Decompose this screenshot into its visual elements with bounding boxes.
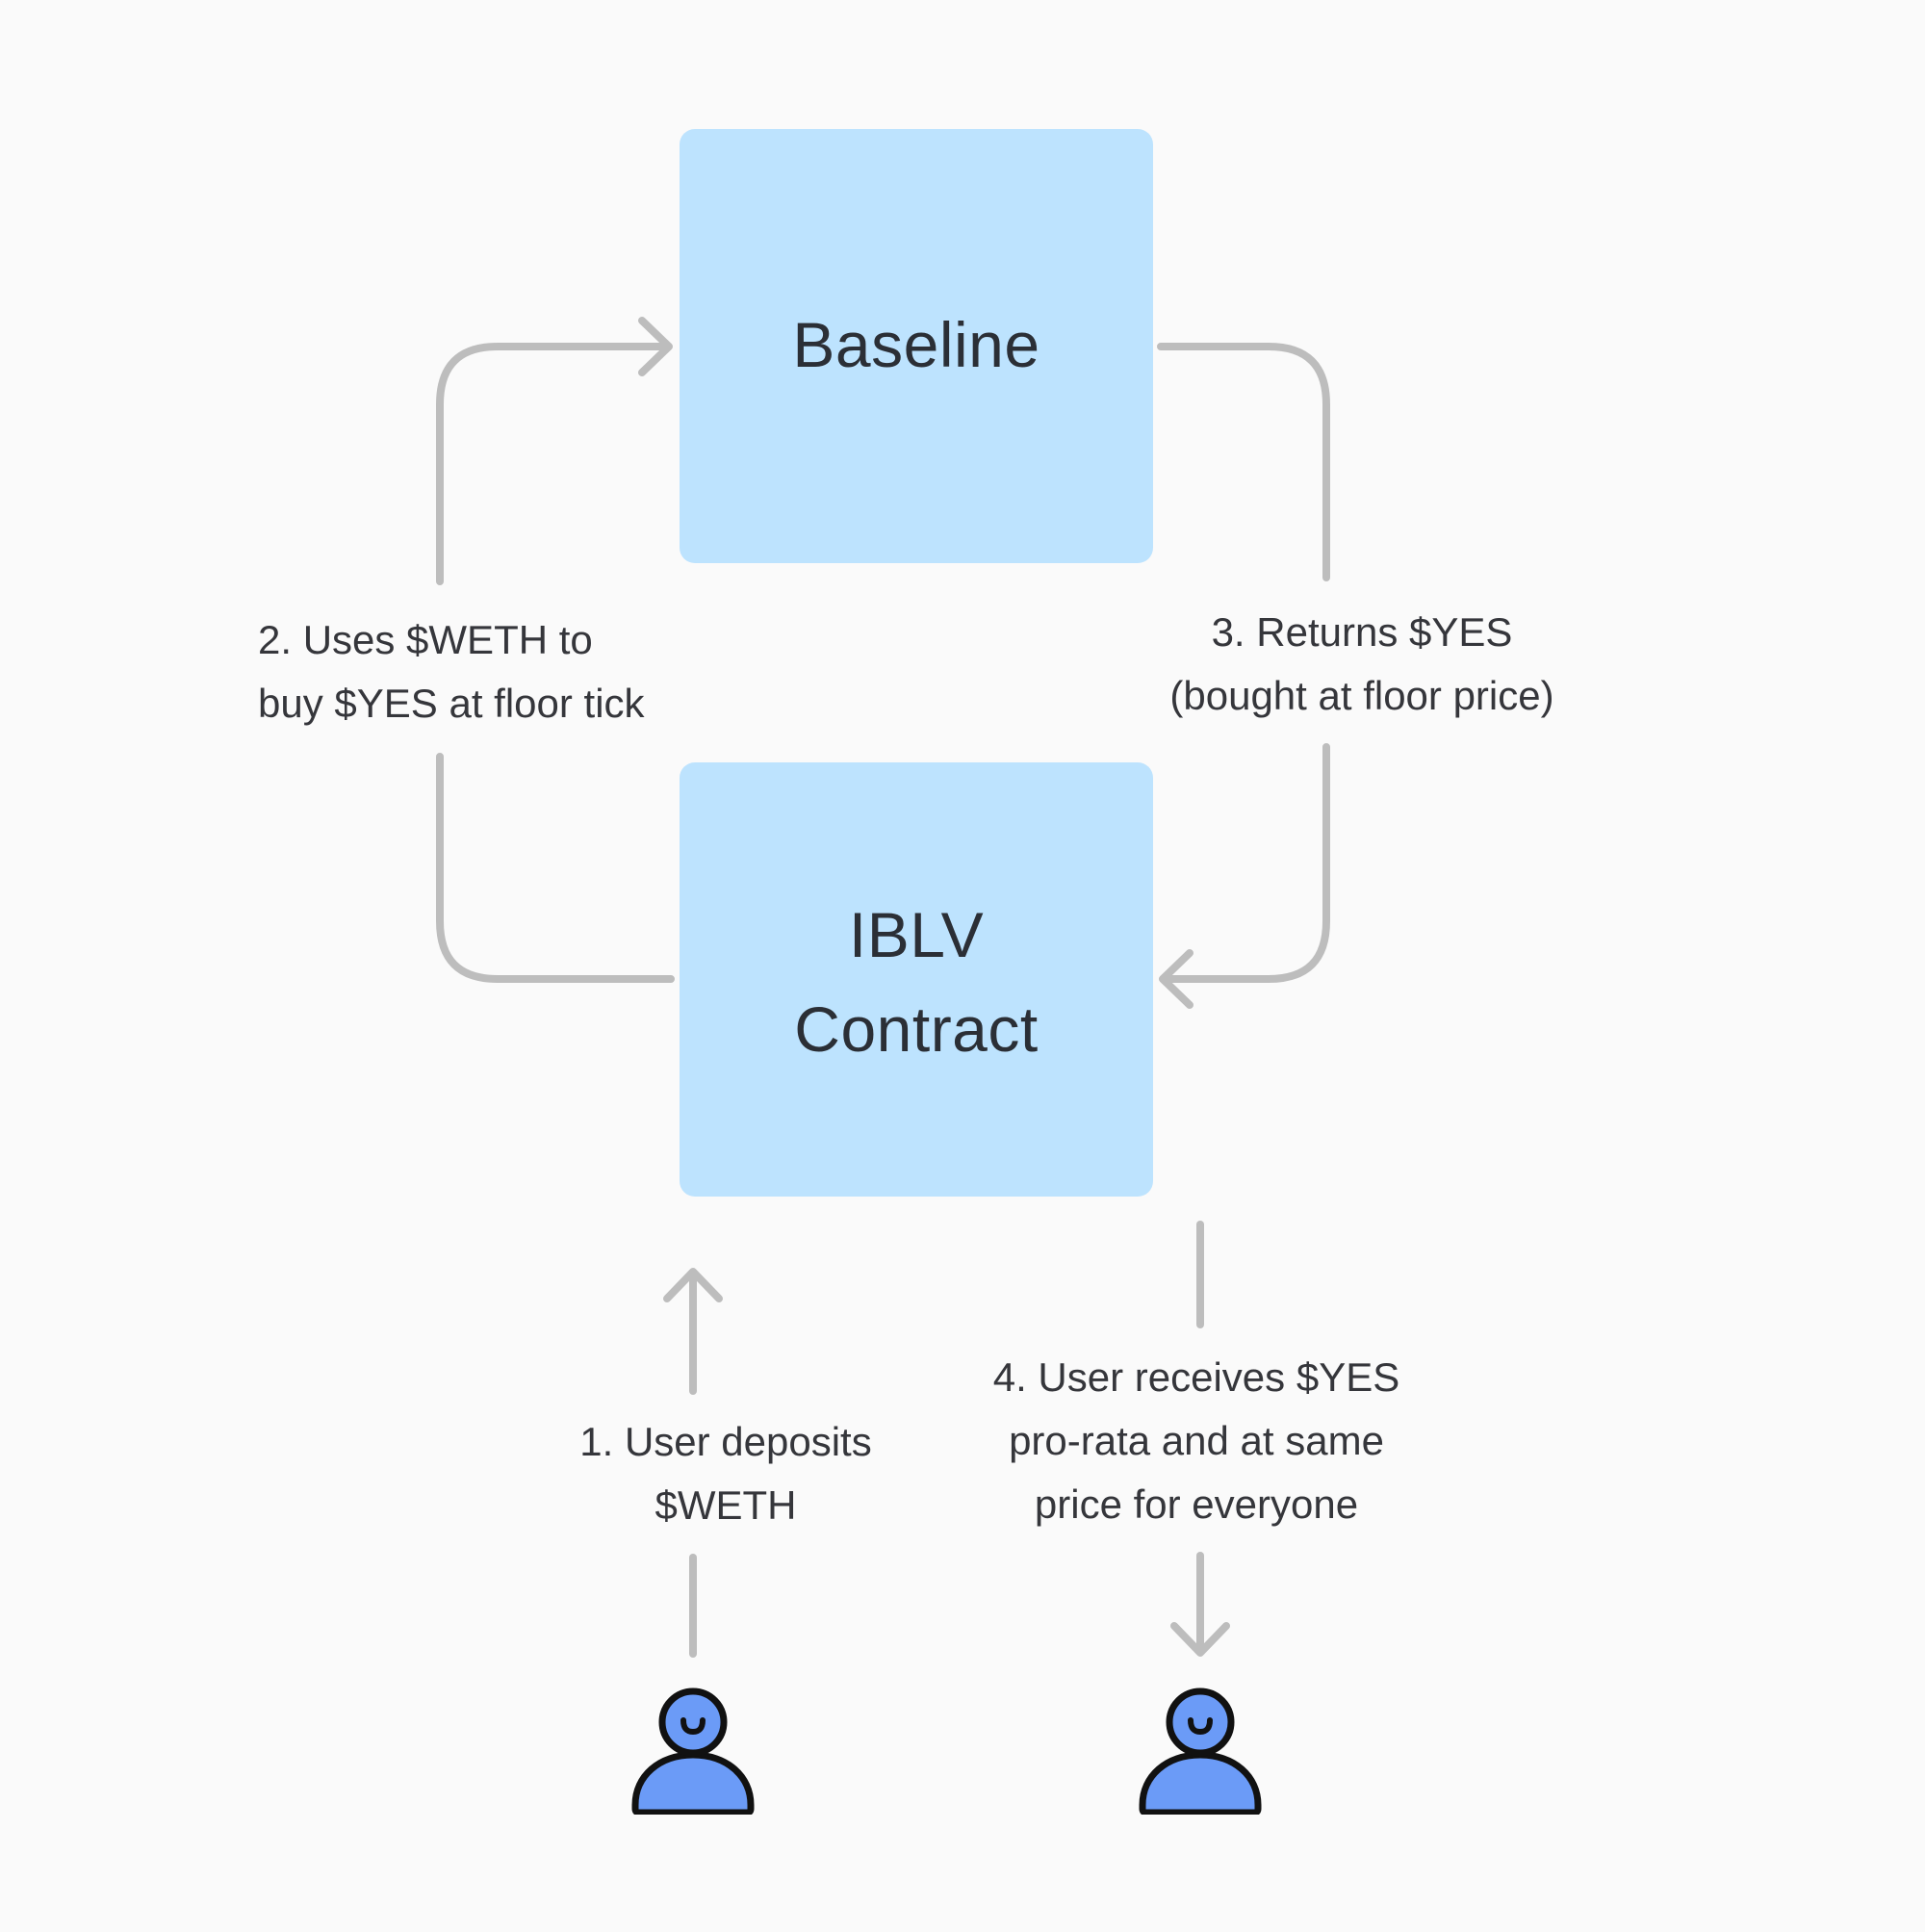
connector-iblv-to-step2 [436,753,675,983]
arrowhead-step2 [638,317,673,376]
step3-line1: 3. Returns $YES [1211,609,1513,655]
arrow-step3-to-iblv [1161,743,1330,983]
user-icon [1139,1687,1262,1815]
step4-line3: price for everyone [1034,1481,1359,1527]
iblv-title-line2: Contract [794,993,1039,1065]
arrowhead-step3 [1159,949,1194,1009]
step4-line1: 4. User receives $YES [992,1354,1400,1400]
baseline-box: Baseline [680,129,1153,563]
step4-line2: pro-rata and at same [1009,1418,1384,1463]
arrowhead-step4 [1170,1622,1230,1657]
step2-line2: buy $YES at floor tick [258,681,645,726]
step4-label: 4. User receives $YES pro-rata and at sa… [965,1346,1427,1536]
user-icon [631,1687,755,1815]
step1-label: 1. User deposits $WETH [526,1410,926,1537]
connector-baseline-to-step3 [1157,343,1330,581]
step1-line1: 1. User deposits [579,1419,872,1464]
step3-line2: (bought at floor price) [1169,673,1554,718]
arrow-step2-to-baseline [436,343,670,585]
step2-line1: 2. Uses $WETH to [258,617,593,662]
step1-line2: $WETH [654,1482,797,1528]
iblv-contract-box: IBLV Contract [680,762,1153,1197]
step2-label: 2. Uses $WETH to buy $YES at floor tick [258,608,645,735]
iblv-title-line1: IBLV [848,899,985,970]
step3-label: 3. Returns $YES (bought at floor price) [1136,601,1588,728]
arrowhead-step1 [663,1268,723,1302]
baseline-title: Baseline [792,308,1040,380]
